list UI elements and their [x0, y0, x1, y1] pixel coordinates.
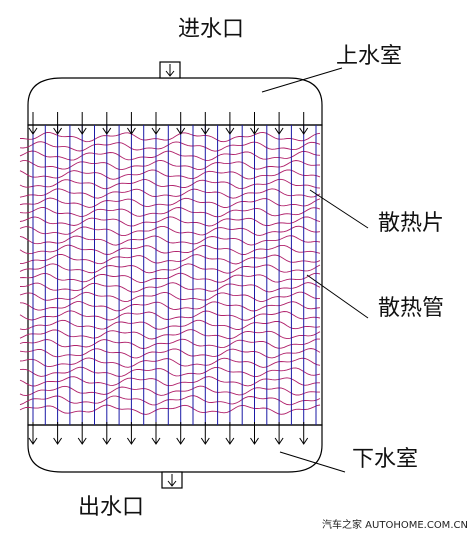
flow-arrow [77, 422, 87, 445]
fins-leader [309, 189, 369, 229]
flow-arrow [28, 422, 38, 445]
flow-arrow [299, 112, 309, 135]
fin [19, 376, 320, 387]
inlet-label: 进水口 [178, 17, 244, 42]
fin [19, 385, 320, 397]
fin [19, 310, 321, 321]
flow-arrow [299, 422, 309, 445]
flow-arrow [151, 112, 161, 135]
flow-arrow [225, 112, 235, 135]
flow-arrow [200, 112, 210, 135]
fin [19, 216, 321, 227]
flow-arrow [176, 422, 186, 445]
fin [19, 357, 321, 368]
flow-arrow [151, 422, 161, 445]
flow-arrow [53, 112, 63, 135]
fin [19, 169, 321, 180]
flow-arrow [176, 112, 186, 135]
fin [19, 178, 321, 190]
fin [19, 235, 321, 246]
fin [19, 141, 321, 152]
upper-tank-leader [261, 67, 343, 93]
flow-arrow [250, 422, 259, 445]
flow-arrow [126, 112, 136, 135]
lower-tank-leader [279, 451, 346, 473]
fin [19, 404, 321, 415]
fin [19, 282, 321, 293]
fin [19, 319, 321, 331]
watermark: 汽车之家 AUTOHOME.COM.CN [322, 518, 468, 531]
fin [19, 159, 321, 171]
lower-tank-shape [27, 424, 323, 473]
flow-arrow [102, 422, 112, 445]
lower-tank-label: 下水室 [352, 447, 418, 472]
flow-arrow [200, 422, 210, 445]
outlet-label: 出水口 [78, 495, 144, 520]
fin [20, 131, 321, 143]
fin [20, 254, 321, 265]
fin [19, 272, 321, 283]
tubes-label: 散热管 [378, 296, 444, 321]
fin [19, 263, 321, 274]
tubes-group [32, 125, 317, 425]
tubes-leader [306, 274, 369, 319]
flow-arrow [126, 422, 136, 445]
fin [19, 366, 321, 378]
fin [19, 225, 321, 237]
fin [19, 150, 321, 161]
fin [19, 188, 321, 199]
flow-arrows-group [28, 112, 309, 445]
upper-tank-shape [27, 77, 323, 126]
fin [19, 301, 321, 312]
flow-arrow [102, 112, 112, 135]
flow-arrow [225, 422, 235, 445]
flow-arrow [28, 112, 38, 135]
flow-arrow [274, 422, 284, 445]
flow-arrow [77, 112, 87, 135]
fins-group [19, 131, 321, 415]
fin [19, 197, 321, 208]
fin [19, 207, 321, 218]
fin [19, 338, 320, 349]
fin [19, 348, 321, 359]
fin [19, 329, 321, 340]
flow-arrow [274, 112, 284, 135]
fins-label: 散热片 [378, 211, 444, 236]
fin [19, 291, 320, 303]
fin [19, 244, 321, 255]
flow-arrow [250, 112, 259, 135]
fin [19, 395, 321, 406]
flow-arrow [53, 422, 63, 445]
upper-tank-label: 上水室 [336, 44, 402, 69]
